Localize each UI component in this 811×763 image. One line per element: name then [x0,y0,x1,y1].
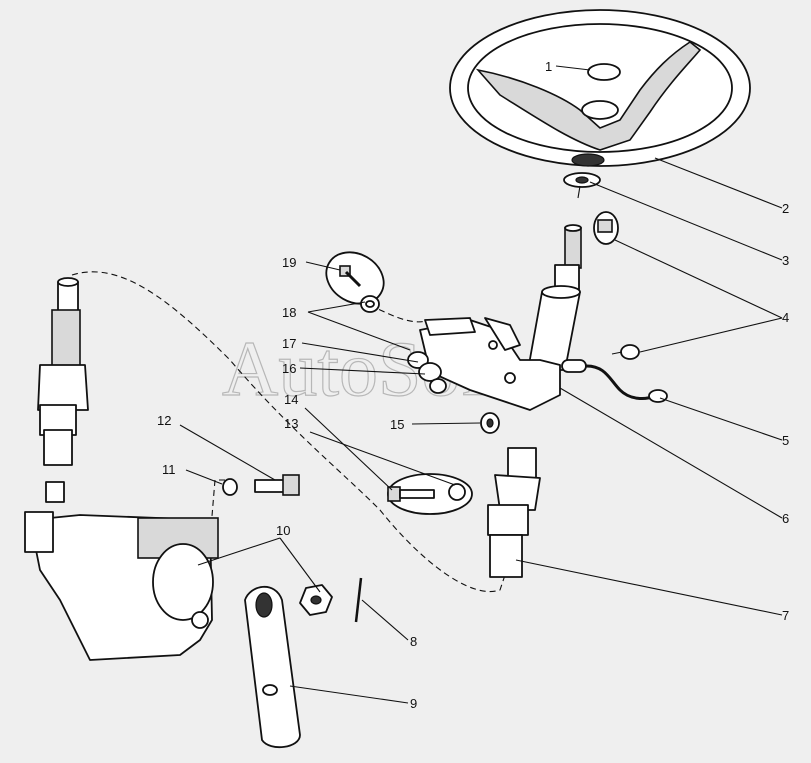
callout-8: 8 [410,634,417,649]
steering-wheel [449,9,751,167]
bolt-19 [325,251,385,305]
steering-gear [24,481,219,661]
intermediate-shaft-upper [37,277,89,466]
nut-10 [299,584,333,616]
callout-11: 11 [162,462,176,477]
callout-14: 14 [284,392,298,407]
bolt-11-12 [222,474,300,496]
callout-10: 10 [276,523,290,538]
callout-13: 13 [284,416,298,431]
pitman-arm [244,585,301,749]
return-pipe [584,364,668,403]
steering-column [419,224,587,411]
callout-labels: 1 2 3 4 5 6 7 8 9 10 11 12 13 14 15 16 1… [157,59,789,711]
horn-cap [587,63,621,81]
callout-1: 1 [545,59,552,74]
callout-5: 5 [782,433,789,448]
callout-19: 19 [282,255,296,270]
steering-nut [563,172,601,199]
callout-12: 12 [157,413,171,428]
callout-15: 15 [390,417,404,432]
callout-7: 7 [782,608,789,623]
callout-18: 18 [282,305,296,320]
bolt-13-14 [387,473,473,515]
callout-3: 3 [782,253,789,268]
cotter-pin [354,577,363,623]
hydraulic-line-dashed [71,271,506,592]
clamp-16-17 [407,351,447,394]
washer-18 [360,295,380,313]
bolt-lower [611,344,640,360]
callout-9: 9 [410,696,417,711]
callout-6: 6 [782,511,789,526]
callout-2: 2 [782,201,789,216]
callout-17: 17 [282,336,296,351]
leader-lines [179,65,783,704]
bolt-upper [593,211,619,245]
intermediate-shaft-lower [487,447,541,578]
bushing [480,412,500,434]
callout-4: 4 [782,310,789,325]
callout-16: 16 [282,361,296,376]
